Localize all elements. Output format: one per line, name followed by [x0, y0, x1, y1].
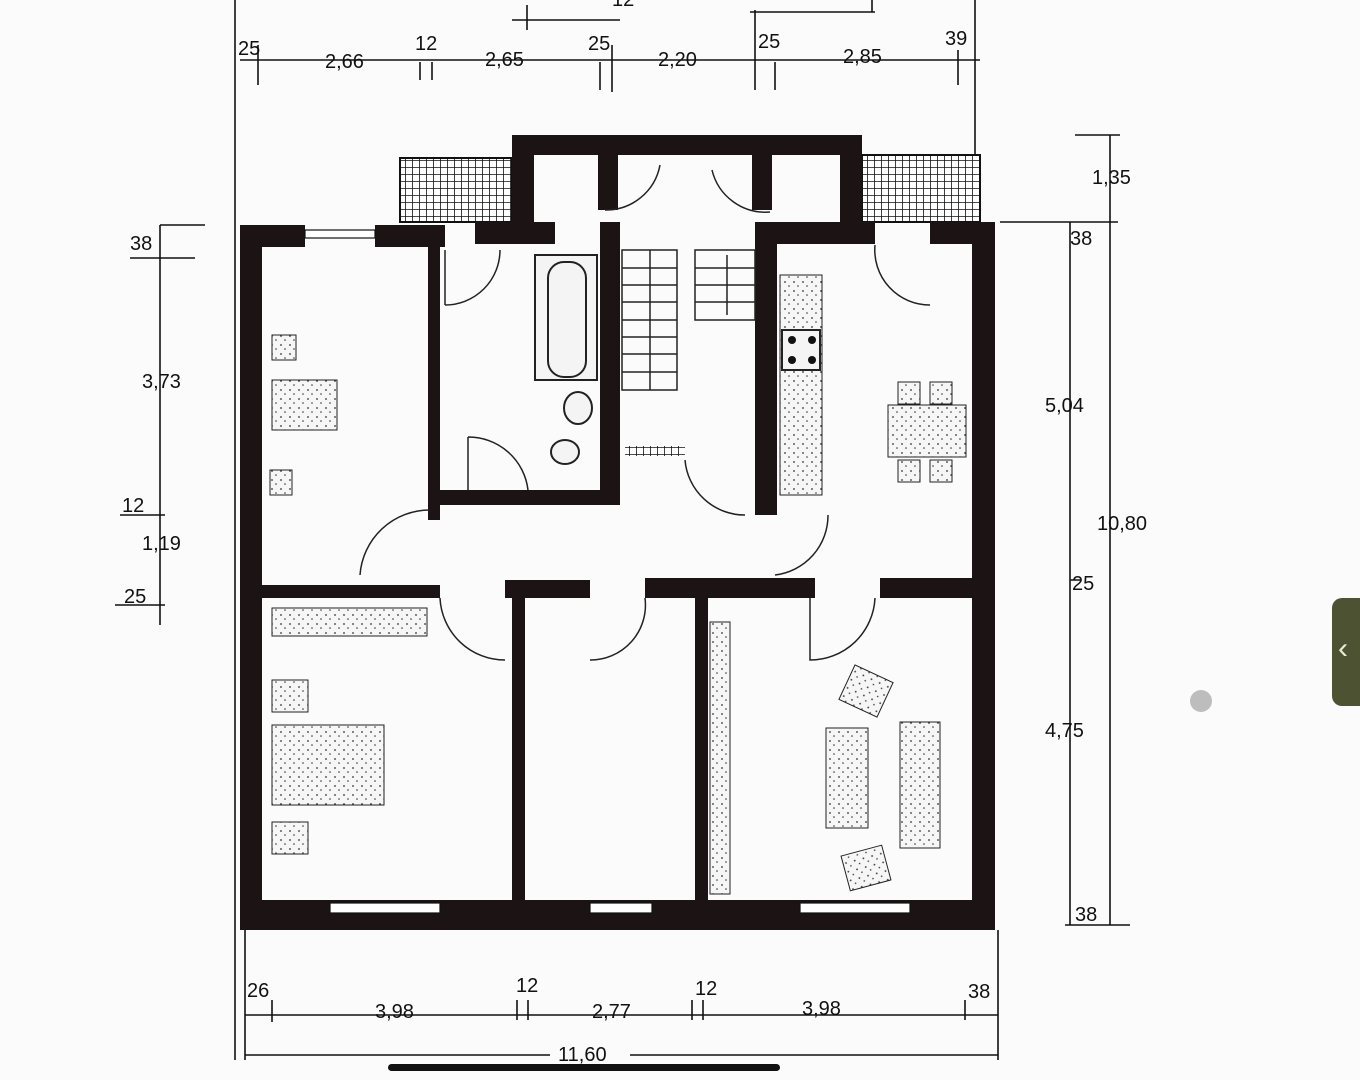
total-width-label: 11,60: [558, 1044, 607, 1066]
dim-label: 26: [247, 980, 269, 1002]
dim-label: 25: [758, 31, 780, 53]
walls: [240, 135, 995, 930]
dim-label: 12: [695, 978, 717, 1000]
dim-label: 25: [1072, 573, 1094, 595]
dim-label: 1,19: [142, 533, 181, 555]
dim-label: 2,85: [843, 46, 882, 68]
windows: [304, 229, 911, 914]
dim-label: 10,80: [1097, 513, 1147, 535]
dim-label: 3,98: [375, 1001, 414, 1023]
dimension-lines: [115, 0, 1130, 1060]
dim-label: 38: [968, 981, 990, 1003]
home-indicator[interactable]: [388, 1064, 780, 1071]
dim-label: 2,20: [658, 49, 697, 71]
side-panel-tab[interactable]: ‹: [1332, 598, 1360, 706]
dim-label: 39: [945, 28, 967, 50]
dim-label: 25: [588, 33, 610, 55]
doors: [359, 164, 931, 661]
page-indicator-dot: [1190, 690, 1212, 712]
dim-label: 1,35: [1092, 167, 1131, 189]
balcony-left: [399, 157, 513, 223]
dim-label: 25: [238, 38, 260, 60]
dim-label: 2,65: [485, 49, 524, 71]
dim-label: 38: [130, 233, 152, 255]
dim-label: 4,75: [1045, 720, 1084, 742]
dim-label: 2,77: [592, 1001, 631, 1023]
dim-label: 2,66: [325, 51, 364, 73]
furniture: [269, 254, 967, 895]
dim-label: 3,98: [802, 998, 841, 1020]
dim-label: 3,73: [142, 371, 181, 393]
dim-label: 12: [122, 495, 144, 517]
chevron-left-icon: ‹: [1338, 632, 1348, 665]
dim-label: 12: [516, 975, 538, 997]
dim-label: 38: [1070, 228, 1092, 250]
balcony-right: [861, 154, 981, 223]
dim-label: 12: [612, 0, 634, 11]
dim-label: 25: [124, 586, 146, 608]
dim-label: 5,04: [1045, 395, 1084, 417]
staircase: [621, 249, 756, 391]
dim-label: 38: [1075, 904, 1097, 926]
dim-label: 12: [415, 33, 437, 55]
